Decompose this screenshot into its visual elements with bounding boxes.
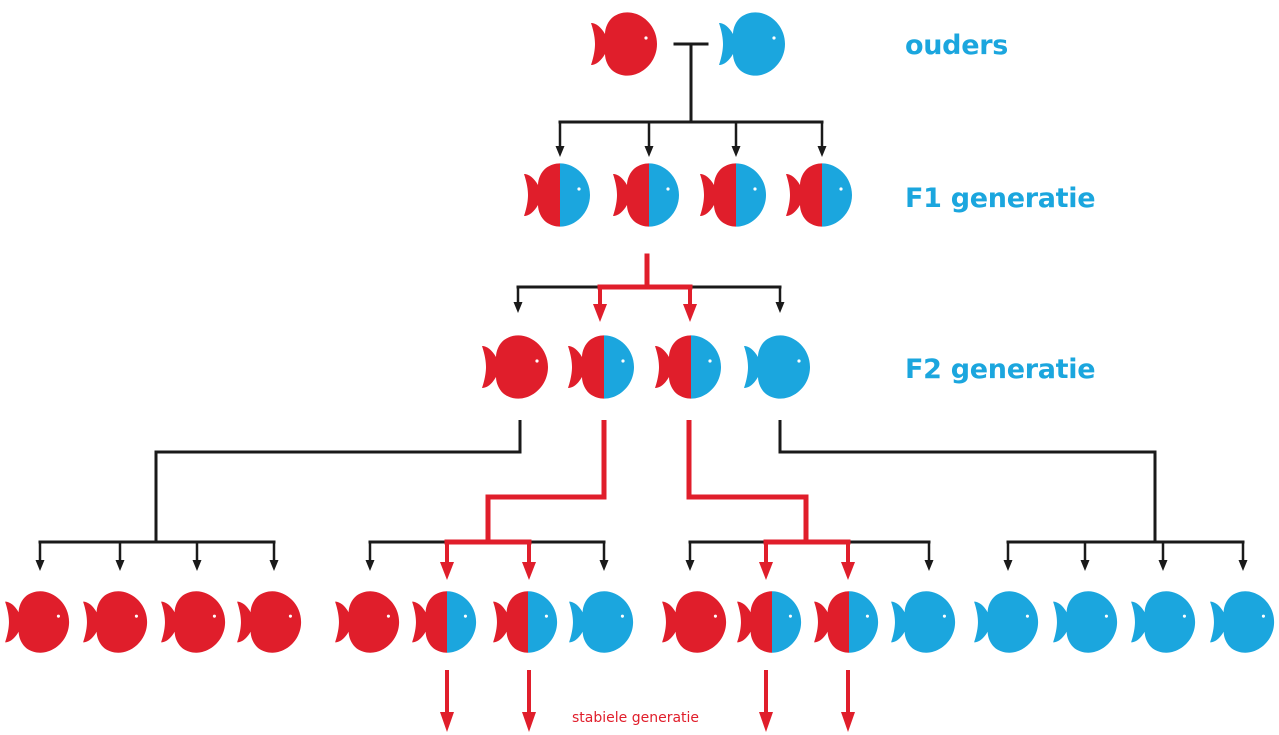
f3-arrow-black bbox=[1158, 542, 1168, 571]
f1-fish bbox=[613, 163, 679, 227]
f1-arrow bbox=[817, 122, 827, 157]
fish-eye bbox=[212, 614, 216, 618]
f3-fish bbox=[1053, 591, 1118, 653]
f3-fish bbox=[335, 591, 400, 653]
f3-arrow-black bbox=[1003, 542, 1013, 571]
fish-eye bbox=[134, 614, 138, 618]
connector-lines bbox=[35, 42, 1248, 732]
f3-arrow-black bbox=[365, 542, 375, 571]
fish-eye bbox=[288, 614, 292, 618]
f1-arrow bbox=[644, 122, 654, 157]
fish-eye bbox=[713, 614, 717, 618]
f3-fish bbox=[493, 591, 558, 653]
f1-fish bbox=[524, 163, 590, 227]
f3-arrow-black bbox=[1238, 542, 1248, 571]
group1-connector bbox=[154, 420, 522, 542]
fish-eye bbox=[56, 614, 60, 618]
stable-generation-label: stabiele generatie bbox=[572, 710, 700, 726]
f1-fish bbox=[700, 163, 766, 227]
fish-eye bbox=[577, 187, 581, 191]
group4-connector bbox=[778, 420, 1157, 542]
fish-eye bbox=[535, 359, 539, 363]
fish-eye bbox=[788, 614, 792, 618]
f3-arrow-black bbox=[269, 542, 279, 571]
f3-arrow-red bbox=[522, 542, 536, 580]
f3-arrow-black bbox=[599, 542, 609, 571]
f3-fish bbox=[161, 591, 226, 653]
fish-eye bbox=[1182, 614, 1186, 618]
stable-arrow-red bbox=[440, 670, 454, 732]
parent-fish-red bbox=[591, 12, 657, 76]
fish-eye bbox=[463, 614, 467, 618]
f1-arrow bbox=[555, 122, 565, 157]
f2-fish bbox=[744, 335, 810, 399]
f3-arrow-black bbox=[685, 542, 695, 571]
fish-eye bbox=[1025, 614, 1029, 618]
fish-eye bbox=[753, 187, 757, 191]
f2-fish bbox=[655, 335, 721, 399]
fish-eye bbox=[1261, 614, 1265, 618]
f3-fish bbox=[891, 591, 956, 653]
fish-population bbox=[5, 12, 1275, 653]
f1-fish bbox=[786, 163, 852, 227]
fish-eye bbox=[772, 36, 776, 40]
stable-arrow-red bbox=[522, 670, 536, 732]
f2-fish bbox=[482, 335, 548, 399]
f3-fish bbox=[814, 591, 879, 653]
fish-eye bbox=[621, 359, 625, 363]
f3-fish bbox=[412, 591, 477, 653]
f3-arrow-black bbox=[115, 542, 125, 571]
parent-fish-blue bbox=[719, 12, 785, 76]
fish-eye bbox=[1104, 614, 1108, 618]
fish-eye bbox=[644, 36, 648, 40]
f3-fish bbox=[237, 591, 302, 653]
fish-eye bbox=[839, 187, 843, 191]
f3-fish bbox=[83, 591, 148, 653]
f3-arrow-black bbox=[924, 542, 934, 571]
fish-eye bbox=[544, 614, 548, 618]
f3-arrow-red bbox=[759, 542, 773, 580]
fish-eye bbox=[865, 614, 869, 618]
f2-arrow-black bbox=[775, 287, 785, 313]
f2-arrow-black bbox=[513, 287, 523, 313]
f3-fish bbox=[662, 591, 727, 653]
fish-eye bbox=[942, 614, 946, 618]
fish-eye bbox=[797, 359, 801, 363]
f3-fish bbox=[1210, 591, 1275, 653]
f2-fish bbox=[568, 335, 634, 399]
parents-label: ouders bbox=[905, 30, 1008, 61]
f3-fish bbox=[569, 591, 634, 653]
stable-arrow-red bbox=[759, 670, 773, 732]
f2-arrow-red bbox=[593, 287, 607, 322]
f3-arrow-red bbox=[841, 542, 855, 580]
fish-eye bbox=[386, 614, 390, 618]
f1-generation-label: F1 generatie bbox=[905, 183, 1096, 214]
f3-arrow-black bbox=[192, 542, 202, 571]
f3-fish bbox=[737, 591, 802, 653]
stable-arrow-red bbox=[841, 670, 855, 732]
f3-arrow-black bbox=[1080, 542, 1090, 571]
f2-generation-label: F2 generatie bbox=[905, 354, 1096, 385]
group2-connector-red bbox=[485, 420, 607, 542]
fish-eye bbox=[708, 359, 712, 363]
f3-fish bbox=[1131, 591, 1196, 653]
group3-connector-red bbox=[686, 420, 809, 542]
fish-eye bbox=[620, 614, 624, 618]
f2-arrow-red bbox=[683, 287, 697, 322]
fish-eye bbox=[666, 187, 670, 191]
f1-arrow bbox=[731, 122, 741, 157]
f3-arrow-black bbox=[35, 542, 45, 571]
f3-fish bbox=[974, 591, 1039, 653]
f3-fish bbox=[5, 591, 70, 653]
f3-arrow-red bbox=[440, 542, 454, 580]
